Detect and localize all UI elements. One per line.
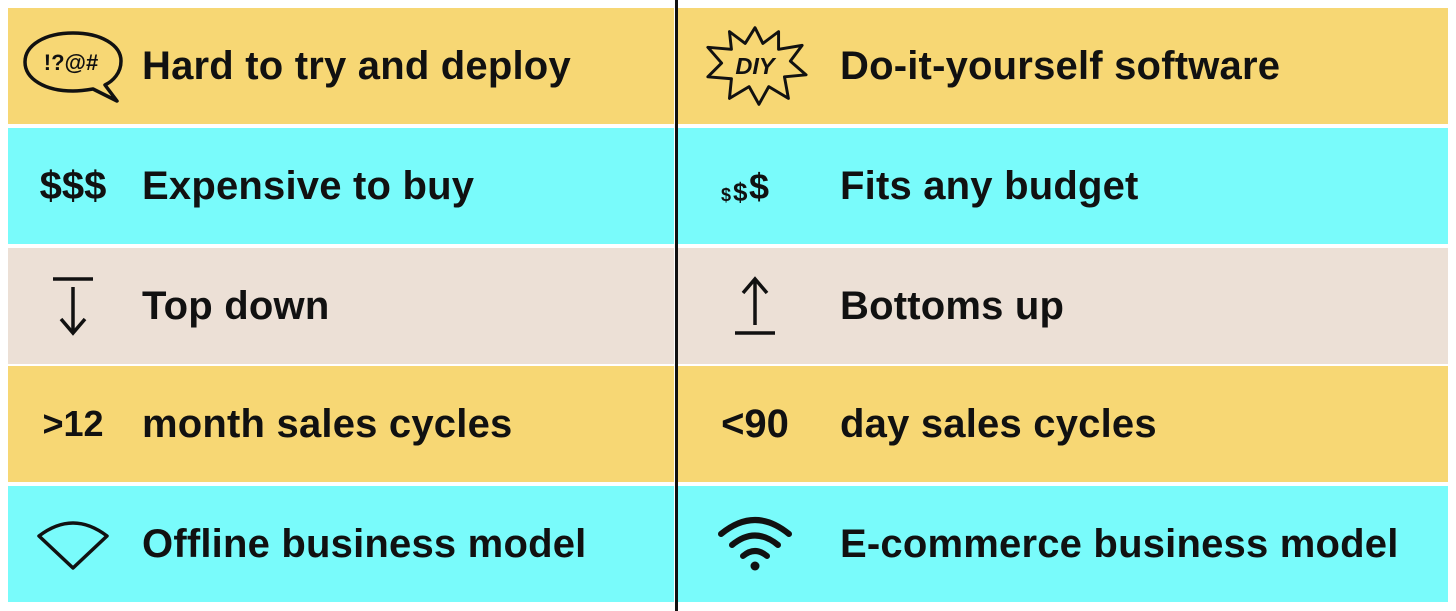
- svg-text:$: $: [733, 177, 748, 207]
- right-cell: E-commerce business model: [678, 486, 1448, 602]
- right-cell: DIY Do-it-yourself software: [678, 8, 1448, 124]
- dollar-signs-ascending-icon: $ $ $: [700, 128, 810, 244]
- table-row: >12 month sales cycles <90 day sales cyc…: [8, 366, 1448, 482]
- wifi-off-outline-icon: [18, 486, 128, 602]
- greater-than-number-text: >12: [42, 403, 104, 444]
- dollar-signs-icon: $$$: [18, 128, 128, 244]
- wifi-icon: [700, 486, 810, 602]
- right-cell: <90 day sales cycles: [678, 366, 1448, 482]
- left-cell: Top down: [8, 248, 674, 364]
- less-than-number: <90: [700, 366, 810, 482]
- left-label: Hard to try and deploy: [142, 43, 571, 88]
- left-cell: Offline business model: [8, 486, 674, 602]
- right-cell: Bottoms up: [678, 248, 1448, 364]
- column-divider: [675, 0, 678, 611]
- arrow-down-from-bar-icon: [18, 248, 128, 364]
- right-label: day sales cycles: [840, 401, 1157, 446]
- diy-starburst-icon: DIY: [700, 8, 810, 124]
- svg-text:$: $: [749, 166, 769, 207]
- arrow-up-from-bar-icon: [700, 248, 810, 364]
- left-label: Top down: [142, 283, 330, 328]
- right-label: Fits any budget: [840, 163, 1139, 208]
- diy-text: DIY: [735, 53, 777, 79]
- table-row: $$$ Expensive to buy $ $ $ Fits any budg…: [8, 128, 1448, 244]
- left-label: Expensive to buy: [142, 163, 475, 208]
- left-label: Offline business model: [142, 521, 587, 566]
- speech-bubble-text: !?@#: [44, 50, 98, 75]
- less-than-number-text: <90: [721, 401, 789, 446]
- svg-text:$: $: [721, 185, 731, 205]
- table-row: Top down Bottoms up: [8, 248, 1448, 364]
- left-label: month sales cycles: [142, 401, 513, 446]
- right-label: E-commerce business model: [840, 521, 1399, 566]
- table-row: !?@# Hard to try and deploy DIY Do-it-yo…: [8, 8, 1448, 124]
- left-cell: $$$ Expensive to buy: [8, 128, 674, 244]
- speech-bubble-cursing-icon: !?@#: [18, 8, 128, 124]
- dollar-signs-text: $$$: [39, 163, 107, 208]
- greater-than-number: >12: [18, 366, 128, 482]
- table-row: Offline business model E-commerce busine…: [8, 486, 1448, 602]
- right-label: Do-it-yourself software: [840, 43, 1281, 88]
- right-cell: $ $ $ Fits any budget: [678, 128, 1448, 244]
- right-label: Bottoms up: [840, 283, 1065, 328]
- left-cell: >12 month sales cycles: [8, 366, 674, 482]
- left-cell: !?@# Hard to try and deploy: [8, 8, 674, 124]
